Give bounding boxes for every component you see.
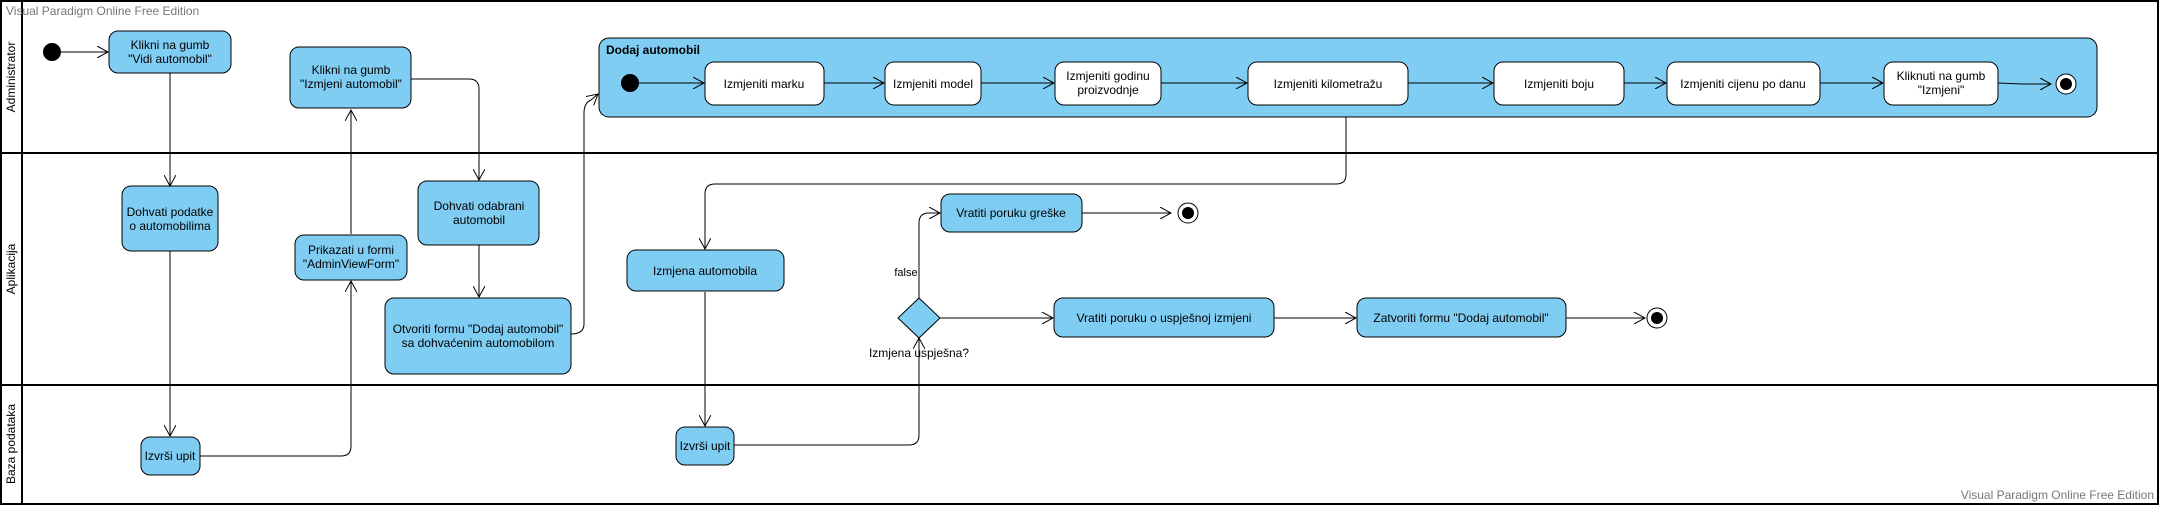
svg-text:Otvoriti formu "Dodaj automobi: Otvoriti formu "Dodaj automobil"	[393, 322, 564, 336]
lane-title-baza-podataka: Baza podataka	[4, 404, 18, 484]
final-node-success	[1646, 307, 1668, 329]
watermark-bottom: Visual Paradigm Online Free Edition	[1961, 488, 2154, 502]
svg-text:Zatvoriti formu "Dodaj automob: Zatvoriti formu "Dodaj automobil"	[1373, 311, 1548, 325]
step-izmjeniti-cijenu-po-danu[interactable]: Izmjeniti cijenu po danu	[1666, 61, 1821, 106]
subactivity-initial-node	[621, 74, 639, 92]
svg-text:"Izmjeni automobil": "Izmjeni automobil"	[300, 77, 402, 91]
svg-text:Kliknuti na gumb: Kliknuti na gumb	[1897, 69, 1986, 83]
action-klikni-vidi-automobil[interactable]: Klikni na gumb "Vidi automobil"	[108, 30, 232, 74]
svg-text:"Izmjeni": "Izmjeni"	[1918, 83, 1965, 97]
svg-text:Izmjeniti cijenu po danu: Izmjeniti cijenu po danu	[1680, 77, 1805, 91]
svg-text:Klikni na gumb: Klikni na gumb	[131, 38, 210, 52]
svg-text:"Vidi automobil": "Vidi automobil"	[128, 52, 212, 66]
svg-text:Izmjeniti kilometražu: Izmjeniti kilometražu	[1274, 77, 1383, 91]
svg-text:Dohvati podatke: Dohvati podatke	[127, 205, 214, 219]
action-otvoriti-formu[interactable]: Otvoriti formu "Dodaj automobil" sa dohv…	[384, 297, 572, 375]
svg-text:Klikni na gumb: Klikni na gumb	[312, 63, 391, 77]
lane-aplikacija: Aplikacija	[4, 243, 18, 294]
lane-title-administrator: Administrator	[4, 42, 18, 113]
edges	[59, 52, 2051, 457]
svg-text:Izvrši upit: Izvrši upit	[145, 449, 196, 463]
action-dohvati-odabrani-automobil[interactable]: Dohvati odabrani automobil	[417, 180, 540, 246]
action-vratiti-poruku-uspjeh[interactable]: Vratiti poruku o uspješnoj izmjeni	[1053, 297, 1275, 338]
svg-text:"AdminViewForm": "AdminViewForm"	[303, 257, 399, 271]
svg-text:proizvodnje: proizvodnje	[1077, 83, 1139, 97]
action-prikazati-u-formi[interactable]: Prikazati u formi "AdminViewForm"	[294, 234, 408, 281]
action-vratiti-poruku-greske[interactable]: Vratiti poruku greške	[940, 193, 1083, 233]
step-izmjeniti-model[interactable]: Izmjeniti model	[884, 61, 982, 106]
svg-text:Dohvati odabrani: Dohvati odabrani	[434, 199, 525, 213]
action-izvrsi-upit-1[interactable]: Izvrši upit	[140, 436, 201, 476]
initial-node	[43, 43, 61, 61]
step-izmjeniti-boju[interactable]: Izmjeniti boju	[1493, 61, 1625, 106]
subactivity-final-node	[2055, 73, 2077, 95]
svg-text:sa dohvaćenim automobilom: sa dohvaćenim automobilom	[402, 336, 555, 350]
svg-text:Vratiti poruku o uspješnoj izm: Vratiti poruku o uspješnoj izmjeni	[1077, 311, 1252, 325]
action-dohvati-podatke[interactable]: Dohvati podatke o automobilima	[121, 185, 219, 252]
decision-label: Izmjena uspješna?	[869, 346, 969, 360]
svg-text:automobil: automobil	[453, 213, 505, 227]
svg-text:Izmjeniti marku: Izmjeniti marku	[724, 77, 805, 91]
decision-izmjena-uspjesna[interactable]: Izmjena uspješna? false	[869, 267, 969, 360]
action-izmjena-automobila[interactable]: Izmjena automobila	[626, 249, 785, 292]
svg-text:Izmjeniti godinu: Izmjeniti godinu	[1066, 69, 1149, 83]
lane-administrator: Administrator	[4, 42, 18, 113]
action-izvrsi-upit-2[interactable]: Izvrši upit	[675, 426, 735, 466]
step-izmjeniti-kilometrazu[interactable]: Izmjeniti kilometražu	[1247, 61, 1409, 106]
step-izmjeniti-marku[interactable]: Izmjeniti marku	[704, 61, 825, 106]
svg-text:Vratiti poruku greške: Vratiti poruku greške	[956, 206, 1066, 220]
lane-title-aplikacija: Aplikacija	[4, 243, 18, 294]
guard-false-label: false	[894, 267, 917, 279]
svg-text:Izvrši upit: Izvrši upit	[680, 439, 731, 453]
action-klikni-izmjeni-automobil[interactable]: Klikni na gumb "Izmjeni automobil"	[289, 46, 412, 109]
watermark-top: Visual Paradigm Online Free Edition	[6, 4, 199, 18]
svg-text:o automobilima: o automobilima	[129, 219, 211, 233]
svg-text:Izmjeniti boju: Izmjeniti boju	[1524, 77, 1594, 91]
svg-text:Izmjeniti model: Izmjeniti model	[893, 77, 973, 91]
step-izmjeniti-godinu-proizvodnje[interactable]: Izmjeniti godinu proizvodnje	[1054, 61, 1162, 106]
subactivity-title: Dodaj automobil	[606, 43, 700, 57]
final-node-error	[1177, 202, 1199, 224]
svg-text:Izmjena automobila: Izmjena automobila	[653, 264, 757, 278]
action-zatvoriti-formu[interactable]: Zatvoriti formu "Dodaj automobil"	[1356, 297, 1567, 338]
step-kliknuti-na-gumb-izmjeni[interactable]: Kliknuti na gumb "Izmjeni"	[1883, 61, 1999, 106]
lane-baza-podataka: Baza podataka	[4, 404, 18, 484]
svg-text:Prikazati u formi: Prikazati u formi	[308, 243, 394, 257]
